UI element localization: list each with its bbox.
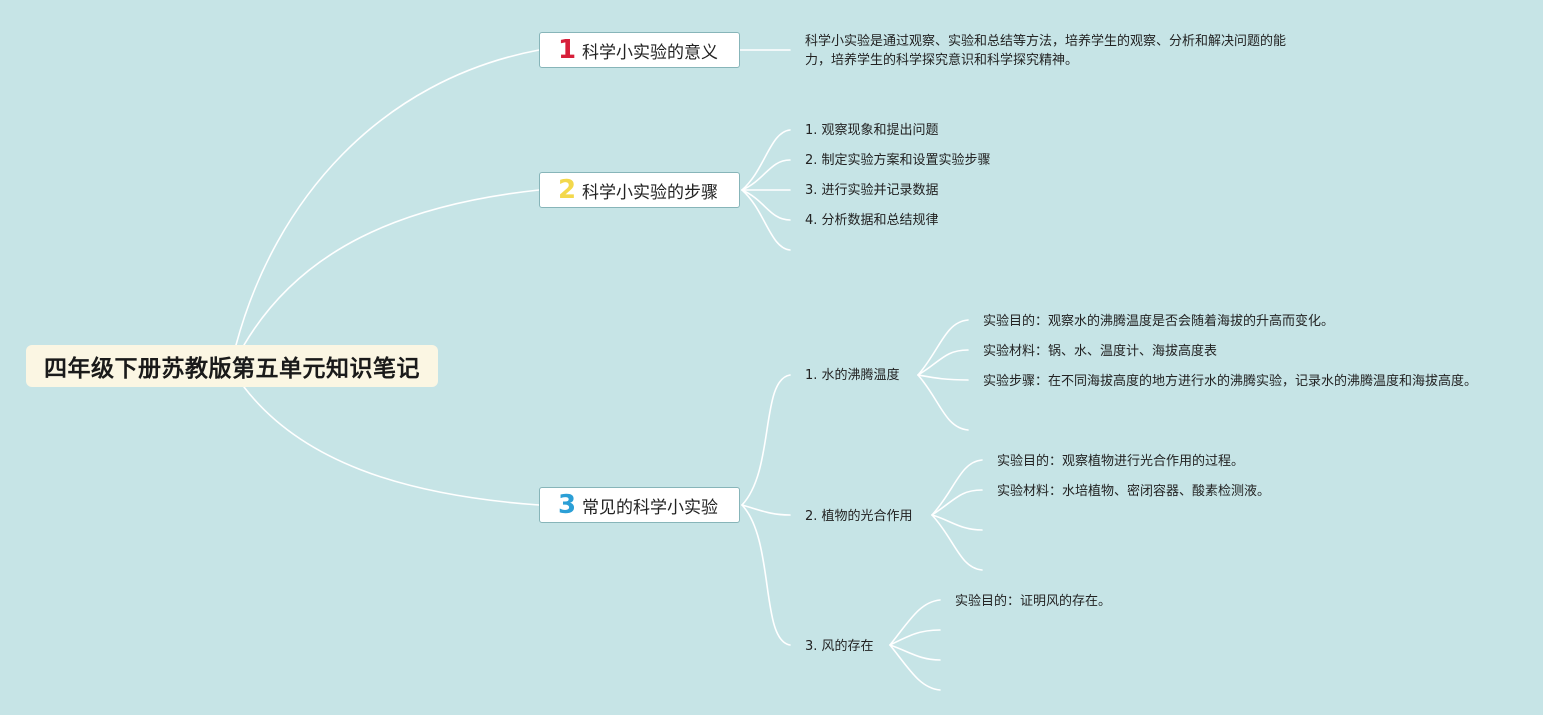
link-exp3-item3	[889, 644, 941, 661]
link-exp3-item4	[889, 644, 941, 691]
link-root-branch3	[243, 386, 540, 506]
link-step2	[741, 159, 791, 191]
link-exp1-item1	[917, 319, 969, 376]
number-2-icon: 2	[558, 175, 577, 205]
experiment-2-item: 实验目的：观察植物进行光合作用的过程。	[997, 454, 1245, 469]
branch-2-label: 科学小实验的步骤	[582, 182, 718, 203]
link-step4	[741, 189, 791, 221]
link-exp1-item4	[917, 374, 969, 431]
branch-1-node[interactable]: 1 科学小实验的意义	[539, 32, 740, 68]
branch-3-label: 常见的科学小实验	[582, 497, 718, 518]
step-item: 4. 分析数据和总结规律	[805, 213, 939, 228]
root-node[interactable]: 四年级下册苏教版第五单元知识笔记	[26, 345, 438, 387]
experiment-1-item: 实验步骤：在不同海拔高度的地方进行水的沸腾实验，记录水的沸腾温度和海拔高度。	[983, 374, 1478, 389]
step-item: 2. 制定实验方案和设置实验步骤	[805, 153, 991, 168]
branch-3-node[interactable]: 3 常见的科学小实验	[539, 487, 740, 523]
branch-1-detail: 科学小实验是通过观察、实验和总结等方法，培养学生的观察、分析和解决问题的能力，培…	[805, 34, 1287, 68]
step-item: 1. 观察现象和提出问题	[805, 123, 939, 138]
link-exp2	[741, 504, 791, 516]
link-step1	[741, 129, 791, 191]
link-exp1-item3	[917, 374, 969, 381]
link-exp1	[741, 374, 791, 506]
link-exp2-item2	[931, 489, 983, 516]
link-exp2-item4	[931, 514, 983, 571]
root-title: 四年级下册苏教版第五单元知识笔记	[44, 356, 420, 382]
number-3-icon: 3	[558, 490, 577, 520]
link-exp3-item1	[889, 599, 941, 646]
link-exp3	[741, 504, 791, 646]
link-exp2-item3	[931, 514, 983, 531]
link-root-branch2	[243, 189, 540, 346]
experiment-2-item: 实验材料：水培植物、密闭容器、酸素检测液。	[997, 484, 1271, 499]
experiment-2-name: 2. 植物的光合作用	[805, 509, 913, 524]
experiment-1-item: 实验目的：观察水的沸腾温度是否会随着海拔的升高而变化。	[983, 314, 1335, 329]
experiment-3-name: 3. 风的存在	[805, 639, 874, 654]
experiment-1-name: 1. 水的沸腾温度	[805, 368, 900, 383]
step-item: 3. 进行实验并记录数据	[805, 183, 939, 198]
link-root-branch1	[235, 49, 540, 346]
experiment-1-item: 实验材料：锅、水、温度计、海拔高度表	[983, 344, 1218, 359]
number-1-icon: 1	[558, 35, 577, 65]
link-step5	[741, 189, 791, 251]
link-exp2-item1	[931, 459, 983, 516]
experiment-3-item: 实验目的：证明风的存在。	[955, 594, 1112, 609]
branch-2-node[interactable]: 2 科学小实验的步骤	[539, 172, 740, 208]
branch-1-label: 科学小实验的意义	[582, 42, 718, 63]
link-exp3-item2	[889, 629, 941, 646]
link-exp1-item2	[917, 349, 969, 376]
